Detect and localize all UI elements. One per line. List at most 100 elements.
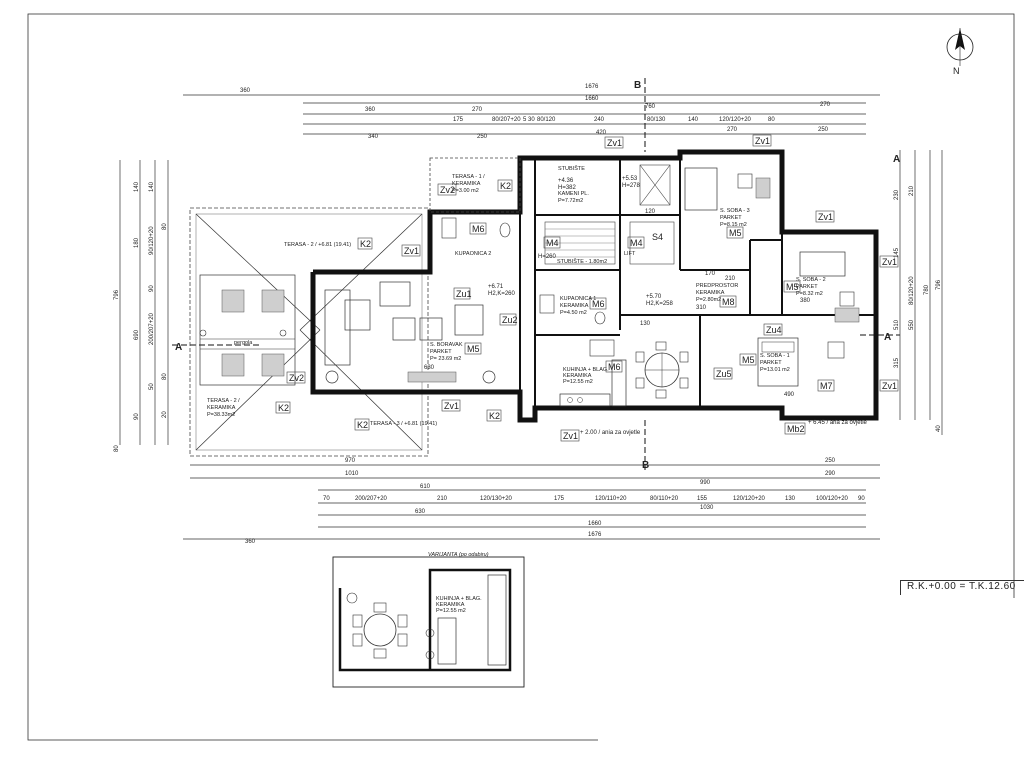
kitchen-name: KUHINJA + BLAG. — [563, 367, 609, 373]
kitchen-counter-icon — [559, 393, 611, 407]
north-label: N — [953, 66, 960, 76]
terrace2-name: TERASA - 2 / — [207, 398, 240, 404]
tv-unit-icon — [407, 371, 457, 383]
dim-bottom-r4-8: 120/120+20 — [733, 496, 766, 502]
level-4: +5.70 — [646, 294, 662, 300]
level-1-h: H=382 — [558, 185, 577, 191]
tag-m6: M6 — [592, 299, 605, 309]
tag-zv2: Zv2 — [440, 185, 455, 195]
dim-right-9: 40 — [936, 425, 942, 432]
dim-bottom-r4-1: 200/207+20 — [355, 496, 388, 502]
dim-right-3: 550 — [909, 319, 915, 330]
bedroom2-material: PARKET — [796, 284, 818, 290]
wardrobe-icon — [755, 177, 771, 199]
dim-bottom-r4-7: 155 — [697, 496, 708, 502]
dim-bottom-r4-9: 130 — [785, 496, 796, 502]
tag-zv1: Zv1 — [818, 212, 833, 222]
dim-top-r4-7: 120/120+20 — [719, 117, 752, 123]
variant-box: VARIJANTA (po odabiru) KUHINJA + BLAG. K… — [332, 552, 525, 688]
tag-m5: M5 — [729, 228, 742, 238]
dim-left-0: 796 — [114, 289, 120, 300]
stairs-area: P=7.72m2 — [558, 198, 583, 204]
sofa-icon — [324, 289, 351, 366]
tag-zu1: Zu1 — [456, 289, 472, 299]
plant-icon — [482, 370, 496, 384]
kitchen-area: P=12.55 m2 — [563, 379, 593, 385]
dim-top-r1-a: 360 — [240, 88, 251, 94]
bathroom1-area: P=4.50 m2 — [560, 310, 587, 316]
dim-top-r4-4: 240 — [594, 117, 605, 123]
dim-left-9: 80 — [162, 373, 168, 380]
dim-bottom-r4-2: 210 — [437, 496, 448, 502]
dim-bottom-r4-6: 80/110+20 — [650, 496, 679, 502]
dim-misc-4: 310 — [696, 305, 707, 311]
tag-m5: M5 — [786, 282, 799, 292]
dim-left-13: 80 — [114, 445, 120, 452]
level-3: +6.71 — [488, 284, 504, 290]
dim-top-r5-4: 250 — [818, 127, 829, 133]
dim-bottom-r5-b: 1030 — [700, 505, 714, 511]
dim-left-7: 690 — [134, 329, 140, 340]
bathroom1-name: KUPAONICA 1 — [560, 296, 596, 302]
dim-bottom-r4-0: 70 — [323, 496, 330, 502]
dim-right-7: 780 — [924, 284, 930, 295]
coffee-table-icon — [392, 317, 416, 341]
tag-k2: K2 — [360, 239, 371, 249]
section-b-bottom: B — [642, 460, 649, 471]
stairs-name: STUBIŠTE — [558, 165, 585, 172]
pergola-outline — [199, 274, 296, 386]
terrace2-material: KERAMIKA — [207, 405, 236, 411]
level-6: + 2.00 / ania za ovjetle — [580, 430, 641, 436]
dim-left-11: 90 — [134, 413, 140, 420]
north-arrow-icon: N — [946, 28, 974, 76]
dim-right-1: 210 — [909, 185, 915, 196]
dim-bottom-r7-a: 360 — [245, 539, 256, 545]
bed-icon — [799, 251, 846, 277]
dim-left-2: 140 — [149, 181, 155, 192]
tag-zu2: Zu2 — [502, 315, 518, 325]
blank-paper-area — [598, 598, 1024, 768]
terrace3-label: TERASA - 3 / +6.81 (19.41) — [370, 421, 437, 427]
tag-k2: K2 — [489, 411, 500, 421]
variant-kitchen-counter-icon — [487, 574, 507, 666]
tag-m7: M7 — [820, 381, 833, 391]
kitchen-material: KERAMIKA — [563, 373, 592, 379]
section-a-top-right: A — [893, 154, 900, 165]
dim-bottom-r7-b: 1676 — [588, 532, 602, 538]
living-room-name: S. BORAVAK — [430, 342, 463, 348]
hallway-name: PREDPROSTOR — [696, 283, 738, 289]
terrace-2: pergola TERASA - 2 / +6.81 (19.41) TERAS… — [189, 207, 437, 457]
dim-left-5: 80 — [162, 223, 168, 230]
dim-misc-2: 380 — [800, 298, 811, 304]
bed-icon — [684, 167, 718, 211]
dim-top-r4-8: 80 — [768, 117, 775, 123]
plant-icon — [325, 370, 339, 384]
dim-left-3: 180 — [134, 237, 140, 248]
dim-right-4: 510 — [894, 319, 900, 330]
terrace1-material: KERAMIKA — [452, 181, 481, 187]
hallway-material: KERAMIKA — [696, 290, 725, 296]
dim-left-8: 200/207+20 — [149, 312, 155, 345]
variant-kitchen-material: KERAMIKA — [436, 602, 465, 608]
dim-top-r1-b: 1676 — [585, 84, 599, 90]
living-room-material: PARKET — [430, 349, 452, 355]
dim-top-r4-1: 80/207+20 — [492, 117, 521, 123]
dim-misc-0: 630 — [424, 365, 435, 371]
section-b-top: B — [634, 80, 641, 91]
dim-misc-7: 170 — [705, 271, 716, 277]
dim-right-8: 796 — [936, 279, 942, 290]
stairs2-label: STUBIŠTE - 1.80m2 — [557, 258, 607, 265]
dim-top-r3-c: 760 — [645, 104, 656, 110]
tag-m5: M5 — [467, 344, 480, 354]
dim-bottom-r5-a: 630 — [415, 509, 426, 515]
level-2-h: H=278 — [622, 183, 641, 189]
interior-dimensions: 630 490 380 130 310 210 120 170 — [424, 209, 811, 398]
tag-m4: M4 — [630, 238, 643, 248]
terrace1-name: TERASA - 1 / — [452, 174, 485, 180]
bedroom3-material: PARKET — [720, 215, 742, 221]
tag-m4: M4 — [546, 238, 559, 248]
dim-right-6: 80/120+20 — [909, 276, 915, 305]
bottom-dimension-lines: 970 250 1010 290 610 990 70 200/207+20 2… — [183, 458, 880, 545]
left-dimension-lines: 796 140 140 180 90/120+20 80 90 690 200/… — [114, 160, 169, 452]
